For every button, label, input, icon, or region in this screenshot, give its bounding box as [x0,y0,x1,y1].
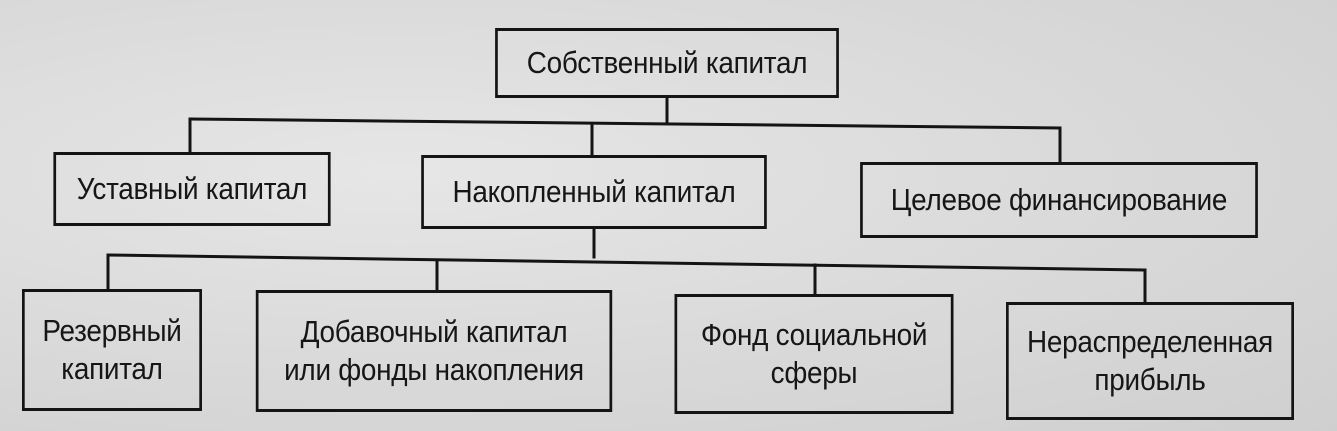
node-label: Нераспределенная прибыль [1027,324,1273,397]
node-label: Резервный капитал [42,313,182,386]
node-ustavny-kapital: Уставный капитал [53,152,331,226]
node-fond-socialnoy-sfery: Фонд социальной сферы [674,294,954,414]
node-celevoe-finansirovanie: Целевое финансирование [860,162,1258,238]
node-dobavochny-kapital: Добавочный капитал или фонды накопления [255,290,613,412]
node-nakoplenny-kapital: Накопленный капитал [421,155,767,229]
node-label: Собственный капитал [526,45,808,81]
node-label: Фонд социальной сферы [700,317,928,390]
connector-level2-bar [106,253,1147,272]
node-sobstvenny-kapital: Собственный капитал [495,28,839,98]
node-neraspredelennaya-pribyl: Нераспределенная прибыль [1006,302,1294,420]
node-label: Накопленный капитал [452,174,736,210]
node-label: Уставный капитал [76,171,308,207]
node-label: Добавочный капитал или фонды накопления [284,314,584,387]
node-rezervny-kapital: Резервный капитал [22,289,202,411]
connector-level1-bar [188,117,1062,130]
node-label: Целевое финансирование [890,182,1228,218]
